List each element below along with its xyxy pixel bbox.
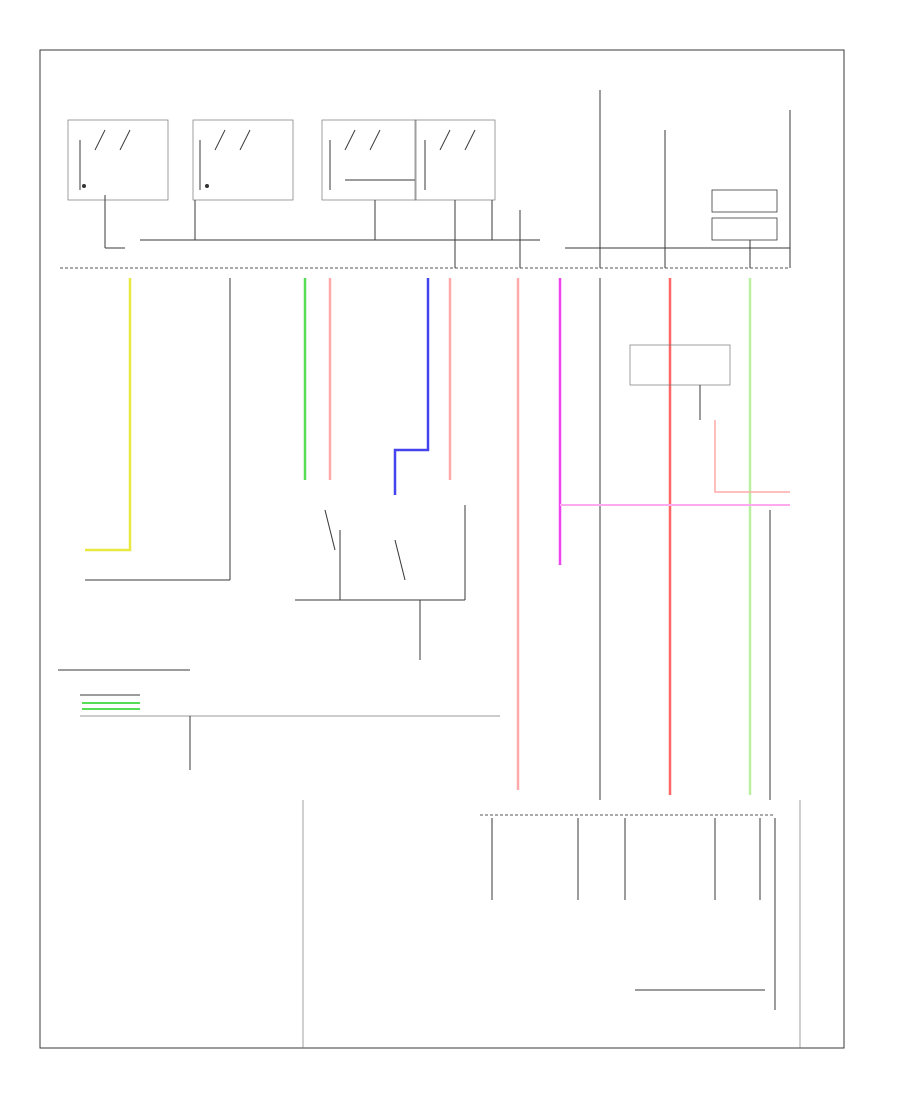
switch-group-3 bbox=[321, 119, 417, 240]
left-connector-block bbox=[58, 669, 500, 770]
diagram-frame bbox=[39, 49, 845, 1049]
bottom-outputs bbox=[491, 818, 776, 1010]
wire-pink-4 bbox=[714, 420, 790, 493]
switch-group-4 bbox=[414, 119, 496, 268]
wire-yellow bbox=[85, 278, 132, 552]
top-right-feeds bbox=[519, 90, 791, 268]
middle-switch-block bbox=[295, 505, 466, 660]
right-relay-box bbox=[629, 344, 731, 420]
switch-group-2 bbox=[192, 119, 294, 240]
switch-group-1 bbox=[67, 119, 169, 249]
wire-blue bbox=[393, 278, 430, 495]
